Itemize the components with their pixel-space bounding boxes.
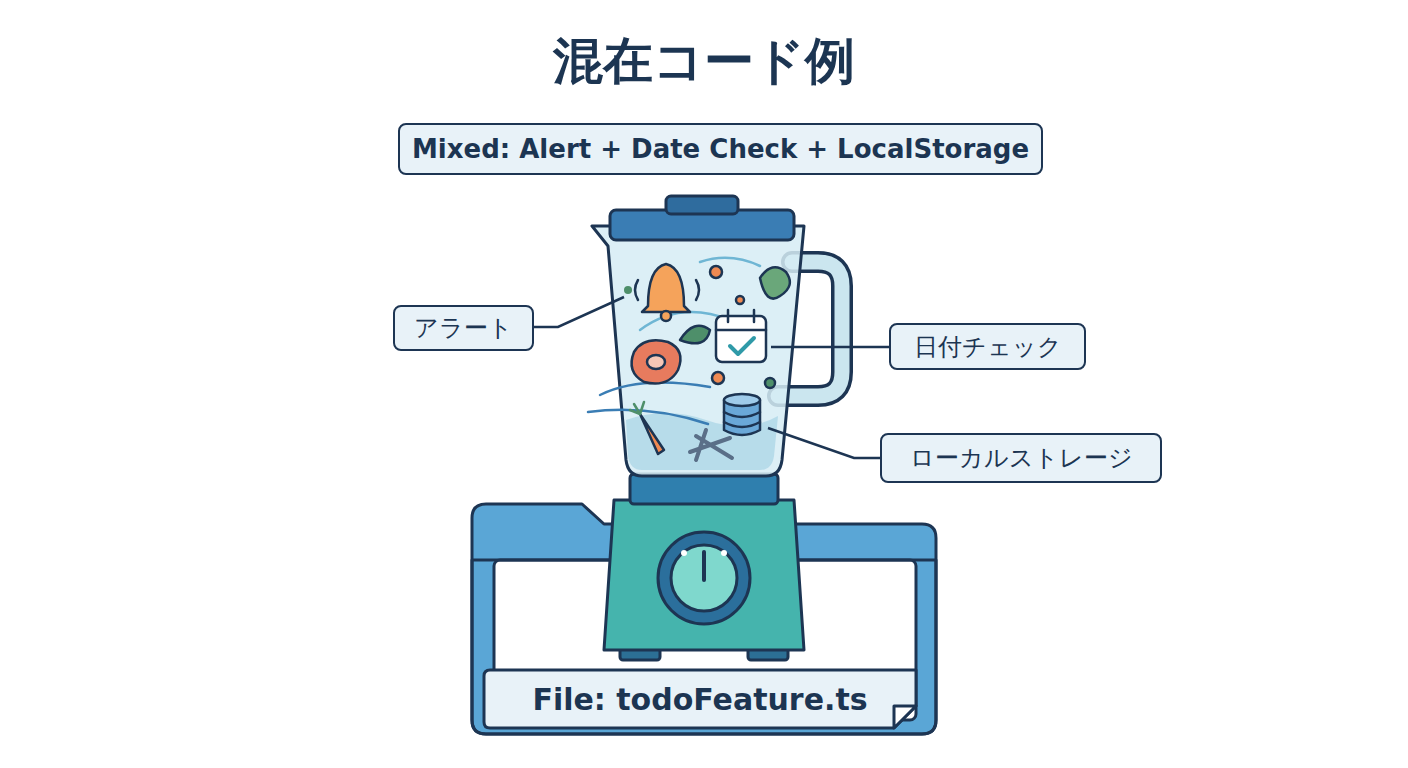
blender-jar	[592, 196, 804, 476]
callout-label: ローカルストレージ	[880, 433, 1162, 483]
leader-lines	[534, 297, 889, 458]
folder-icon	[472, 504, 936, 734]
subtitle-box: Mixed: Alert + Date Check + LocalStorage	[398, 123, 1043, 175]
node-text: ローカルストレージ	[910, 442, 1133, 474]
node-text: アラート	[414, 312, 513, 344]
callout-label: アラート	[393, 305, 534, 351]
node-text: Mixed: Alert + Date Check + LocalStorage	[412, 134, 1029, 164]
node-text: File: todoFeature.ts	[532, 682, 867, 717]
diagram-title: 混在コード例	[0, 28, 1408, 95]
callout-label: 日付チェック	[889, 323, 1086, 370]
file-label: File: todoFeature.ts	[482, 668, 918, 730]
jar-contents	[588, 258, 790, 460]
blender-base	[604, 474, 804, 660]
node-text: 日付チェック	[914, 331, 1062, 363]
